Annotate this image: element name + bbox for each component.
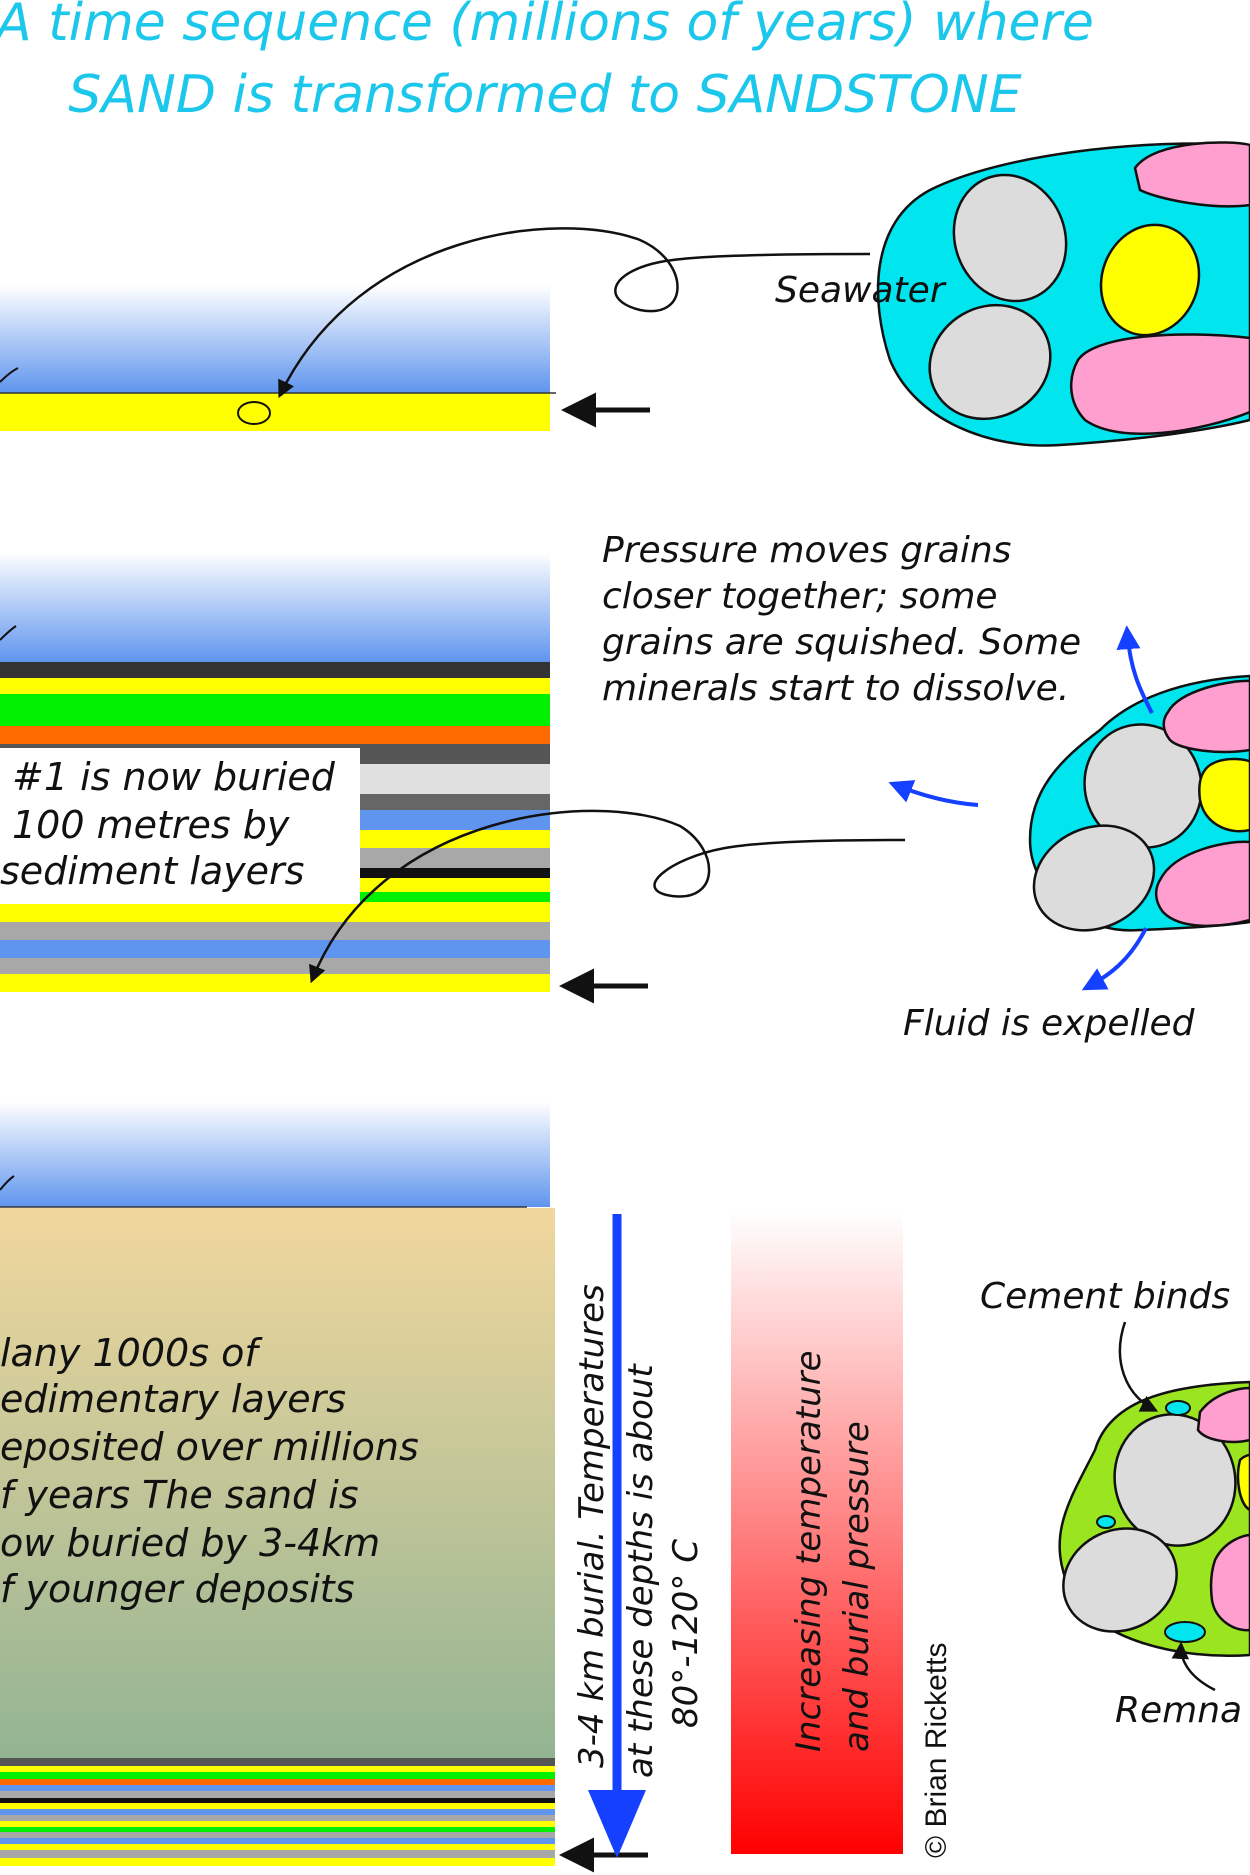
fluid-expelled-label: Fluid is expelled bbox=[903, 1003, 1196, 1044]
grain-grey-3 bbox=[1083, 723, 1203, 849]
loose-sand-grains-closeup bbox=[876, 141, 1250, 447]
deposits-body bbox=[0, 1208, 555, 1758]
seawater-column-1 bbox=[0, 285, 550, 393]
burial-line-2: at these depths is about bbox=[621, 1363, 661, 1778]
seawater-column-3 bbox=[0, 1102, 550, 1207]
buried-line-2: 100 metres by bbox=[12, 803, 290, 847]
deposits-line-2: edimentary layers bbox=[0, 1377, 346, 1421]
grain-grey-6 bbox=[1062, 1527, 1178, 1633]
grain-pink-2 bbox=[1069, 333, 1250, 435]
grain-yellow-2 bbox=[1198, 757, 1250, 833]
pore-remnant-2 bbox=[1164, 1621, 1206, 1643]
compacted-grains-closeup bbox=[1028, 674, 1250, 932]
remnant-label: Remna bbox=[1115, 1690, 1242, 1731]
seawater-column-2 bbox=[0, 552, 550, 662]
deposits-line-4: f years The sand is bbox=[0, 1473, 359, 1517]
burial-line-3: 80°-120° C bbox=[666, 1539, 706, 1728]
cement-label: Cement binds bbox=[980, 1276, 1230, 1317]
grain-pink-5 bbox=[1196, 1386, 1250, 1444]
deposits-line-5: ow buried by 3-4km bbox=[0, 1521, 380, 1565]
sea-surface-mark-3 bbox=[0, 1175, 15, 1191]
cemented-grains-closeup bbox=[1058, 1380, 1250, 1657]
grain-pink-6 bbox=[1209, 1533, 1250, 1632]
deposits-line-1: lany 1000s of bbox=[0, 1331, 263, 1375]
buried-textbox bbox=[0, 748, 360, 904]
pore-remnant-3 bbox=[1096, 1515, 1116, 1529]
grain-grey-5 bbox=[1113, 1413, 1237, 1547]
sand-layer-1 bbox=[0, 393, 550, 431]
blue-arrow-icon bbox=[1116, 625, 1154, 714]
pressure-line-3: grains are squished. Some bbox=[602, 622, 1081, 663]
title-line-1: A time sequence (millions of years) wher… bbox=[0, 0, 1094, 53]
curved-arrow-icon bbox=[278, 227, 871, 399]
panel-2-shallow-burial: #1 is now buried 100 metres by sediment … bbox=[0, 530, 1250, 1044]
panel-3-deep-burial: lany 1000s of edimentary layers eposited… bbox=[0, 1102, 1250, 1873]
grain-pink-4 bbox=[1154, 840, 1250, 928]
deposits-line-6: f younger deposits bbox=[0, 1567, 355, 1611]
curved-arrow-icon bbox=[1171, 1641, 1216, 1692]
sand-grain-marker bbox=[237, 401, 271, 425]
grain-grey-1 bbox=[952, 173, 1068, 303]
buried-line-1: #1 is now buried bbox=[12, 755, 336, 799]
pressure-line-1: Pressure moves grains bbox=[602, 530, 1011, 571]
buried-line-3: sediment layers bbox=[0, 849, 304, 893]
blue-arrow-icon bbox=[588, 1790, 646, 1858]
pressure-line-4: minerals start to dissolve. bbox=[602, 668, 1069, 709]
grain-grey-4 bbox=[1032, 824, 1156, 932]
panel-1-seafloor: Seawater bbox=[0, 141, 1250, 447]
curved-arrow-icon bbox=[1118, 1321, 1159, 1412]
grain-yellow-1 bbox=[1099, 223, 1201, 337]
sediment-stack-3 bbox=[0, 1758, 555, 1866]
sea-surface-mark-1 bbox=[0, 367, 19, 383]
grain-pink-3 bbox=[1162, 679, 1250, 754]
pore-remnant-1 bbox=[1165, 1400, 1191, 1416]
blue-arrow-icon bbox=[1081, 927, 1148, 991]
pressure-line-2: closer together; some bbox=[602, 576, 998, 617]
seawater-label: Seawater bbox=[775, 270, 947, 311]
blue-arrow-icon bbox=[888, 780, 979, 807]
grain-pink-1 bbox=[1133, 141, 1250, 208]
title-line-2: SAND is transformed to SANDSTONE bbox=[68, 65, 1021, 125]
gradient-line-1: Increasing temperature bbox=[789, 1350, 829, 1752]
gradient-line-2: and burial pressure bbox=[837, 1421, 877, 1752]
grain-grey-2 bbox=[928, 303, 1052, 421]
deposits-line-3: eposited over millions bbox=[0, 1425, 419, 1469]
grain-yellow-3 bbox=[1236, 1453, 1250, 1512]
heat-gradient-bar bbox=[731, 1210, 903, 1854]
curved-arrow-icon bbox=[309, 809, 906, 984]
sea-surface-mark-2 bbox=[0, 625, 17, 641]
credit-text: © Brian Ricketts bbox=[920, 1643, 953, 1859]
burial-line-1: 3-4 km burial. Temperatures bbox=[572, 1284, 612, 1768]
